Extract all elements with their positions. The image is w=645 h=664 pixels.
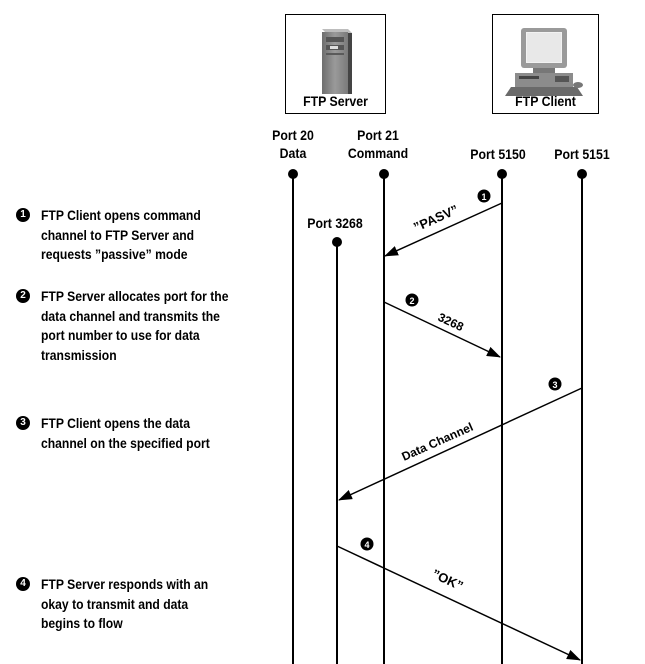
ok-message: ”OK” (430, 566, 466, 593)
ftp-client-label: FTP Client (515, 93, 576, 109)
step-4-badge-num: 4 (364, 540, 369, 550)
ok-arrow (336, 545, 581, 661)
step-1-badge (477, 189, 491, 203)
data-channel-arrow (338, 387, 583, 501)
port-21-label: Port 21 Command (338, 126, 417, 162)
step-3-badge (548, 377, 562, 391)
port-21-desc: Command (347, 145, 409, 161)
ftp-client-node: FTP Client (492, 14, 599, 114)
port-3268-dot (332, 237, 342, 247)
step-4-number-icon: 4 (16, 577, 30, 591)
ftp-server-label: FTP Server (303, 93, 368, 109)
port-5151-dot (577, 169, 587, 179)
step-3-badge-num: 3 (552, 380, 557, 390)
step-2-badge (405, 293, 419, 307)
port-5151-label: Port 5151 (542, 145, 621, 163)
port-5151-name: Port 5151 (554, 146, 610, 162)
port-5150-dot (497, 169, 507, 179)
port-20-label: Port 20 Data (253, 126, 332, 162)
server-tower-icon (322, 29, 352, 94)
port-5150-label: Port 5150 (458, 145, 537, 163)
port-20-dot (288, 169, 298, 179)
port-21-dot (379, 169, 389, 179)
desktop-computer-icon (505, 28, 583, 96)
step-2-text: FTP Server allocates port for the data c… (41, 289, 229, 363)
port-21-name: Port 21 (357, 127, 399, 143)
port-number-message: 3268 (436, 310, 466, 334)
step-2-number-icon: 2 (16, 289, 30, 303)
port-3268-name: Port 3268 (307, 215, 363, 231)
step-1-badge-num: 1 (481, 192, 486, 202)
step-3-number-icon: 3 (16, 416, 30, 430)
step-4-text: FTP Server responds with an okay to tran… (41, 577, 209, 631)
step-4-badge (360, 537, 374, 551)
port-20-desc: Data (279, 145, 307, 161)
port-3268-label: Port 3268 (295, 214, 374, 232)
port-5150-name: Port 5150 (470, 146, 526, 162)
ftp-server-node: FTP Server (285, 14, 386, 114)
step-1-text: FTP Client opens command channel to FTP … (41, 208, 201, 262)
step-2-badge-num: 2 (409, 296, 414, 306)
port-20-name: Port 20 (272, 127, 314, 143)
step-1-number-icon: 1 (16, 208, 30, 222)
pasv-arrow (384, 202, 503, 257)
step-3-text: FTP Client opens the data channel on the… (41, 416, 210, 451)
pasv-message: ”PASV” (411, 202, 460, 235)
port-number-arrow (383, 301, 501, 358)
